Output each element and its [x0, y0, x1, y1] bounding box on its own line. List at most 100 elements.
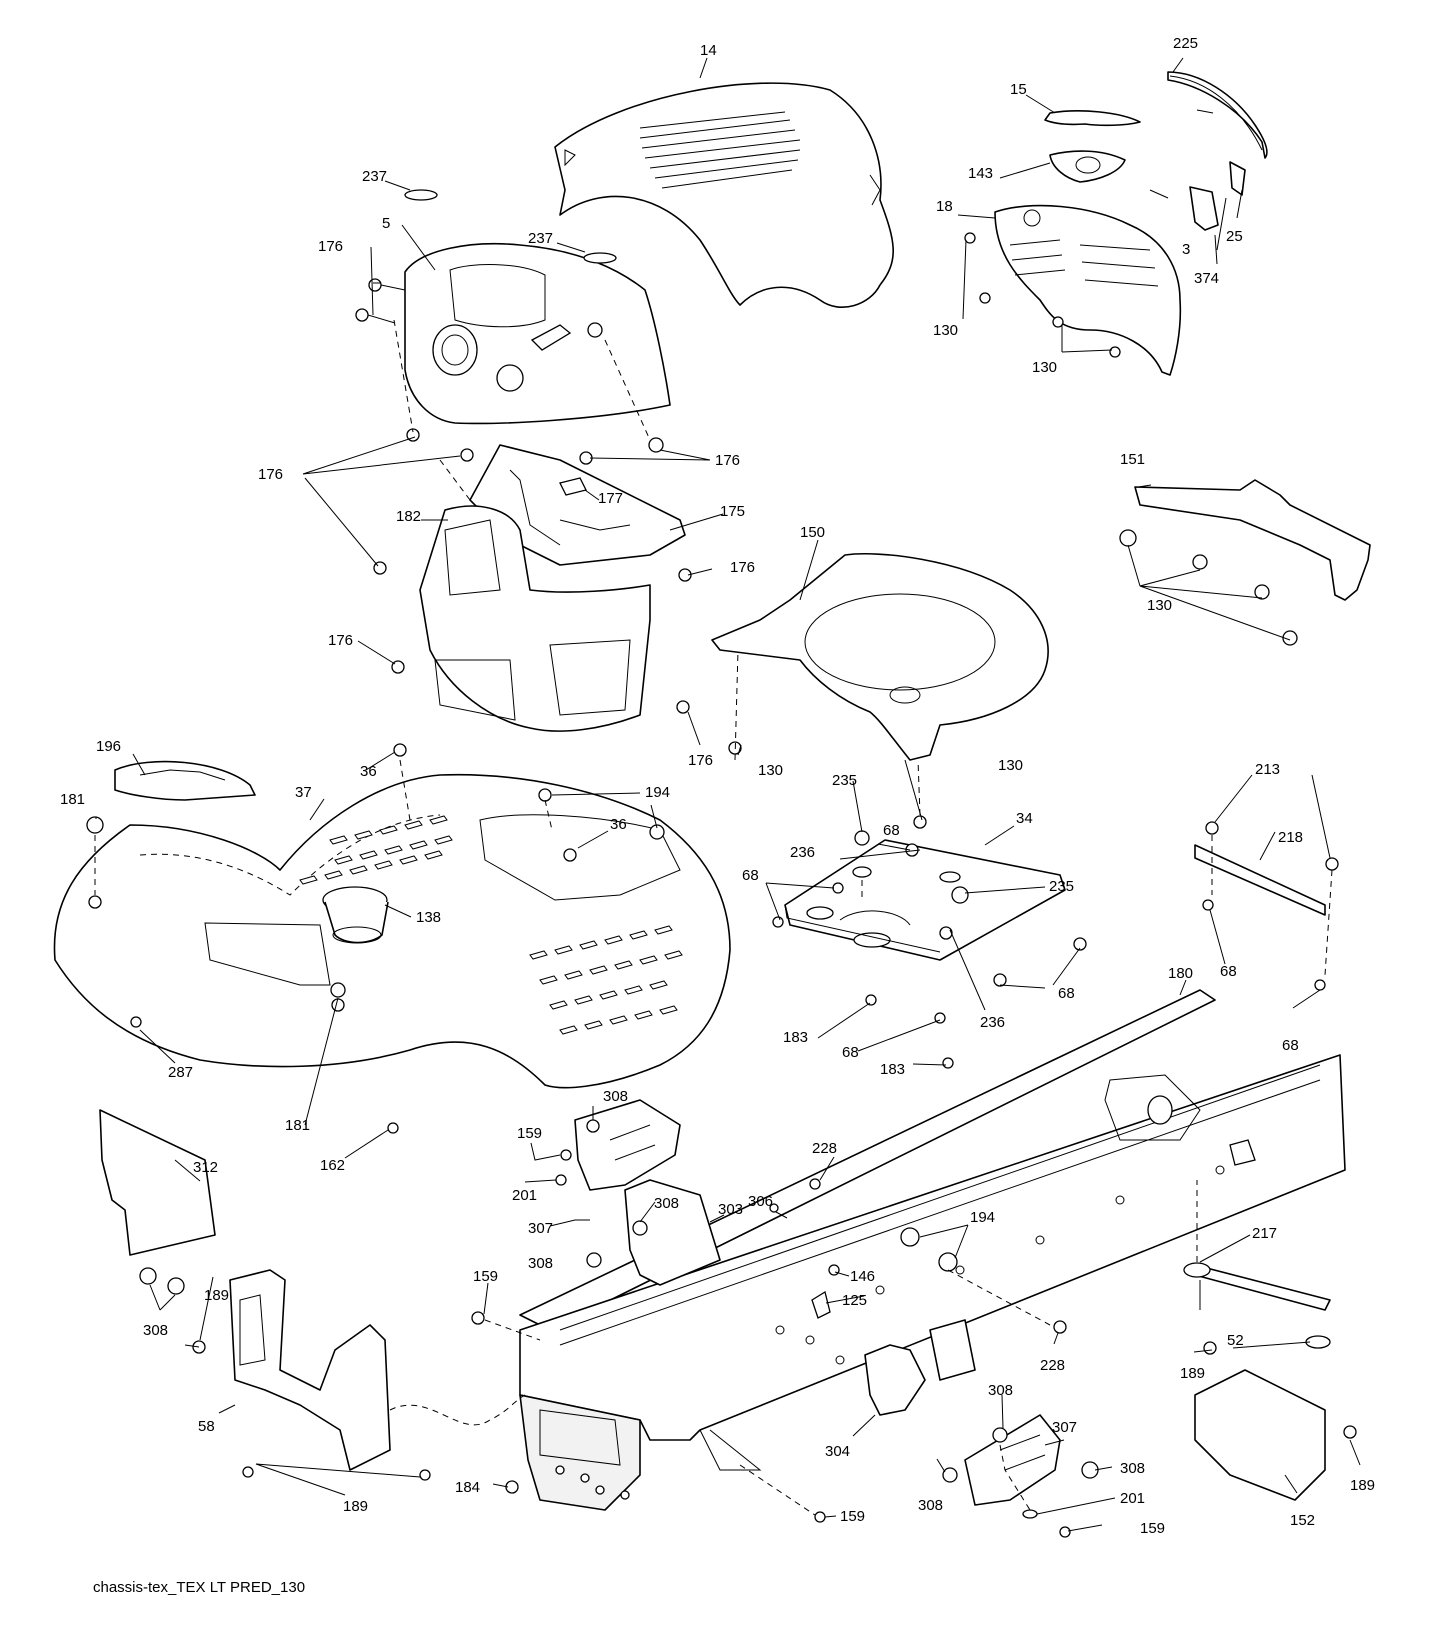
callout-287: 287	[168, 1064, 193, 1081]
callout-25: 25	[1226, 228, 1243, 245]
callout-175: 175	[720, 503, 745, 520]
callout-143: 143	[968, 165, 993, 182]
callout-194: 194	[645, 784, 670, 801]
part-37-fender-deck	[53, 773, 731, 1089]
callout-34: 34	[1016, 810, 1033, 827]
callout-308: 308	[918, 1497, 943, 1514]
callout-218: 218	[1278, 829, 1303, 846]
callout-189: 189	[204, 1287, 229, 1304]
callout-177: 177	[598, 490, 623, 507]
callout-176: 176	[730, 559, 755, 576]
callout-181: 181	[285, 1117, 310, 1134]
part-307-plate-lower	[964, 1414, 1061, 1506]
callout-58: 58	[198, 1418, 215, 1435]
part-5-dash-panel	[404, 242, 671, 425]
assembly-lines	[94, 319, 1333, 1516]
part-303-bracket	[624, 1179, 721, 1286]
callout-237: 237	[362, 168, 387, 185]
callout-52: 52	[1227, 1332, 1244, 1349]
part-34-tower-plate	[784, 839, 1066, 961]
callout-308: 308	[143, 1322, 168, 1339]
callout-159: 159	[1140, 1520, 1165, 1537]
callout-303: 303	[718, 1201, 743, 1218]
callout-152: 152	[1290, 1512, 1315, 1529]
callout-312: 312	[193, 1159, 218, 1176]
part-14-hood	[554, 82, 894, 309]
callout-176: 176	[258, 466, 283, 483]
part-150-seat-pan	[711, 552, 1049, 761]
callout-235: 235	[832, 772, 857, 789]
callout-36: 36	[360, 763, 377, 780]
deck-vent-slots	[299, 815, 683, 1035]
callout-217: 217	[1252, 1225, 1277, 1242]
callout-307: 307	[528, 1220, 553, 1237]
callout-37: 37	[295, 784, 312, 801]
hardware	[86, 189, 1357, 1538]
callout-308: 308	[654, 1195, 679, 1212]
callout-304: 304	[825, 1443, 850, 1460]
callout-68: 68	[1282, 1037, 1299, 1054]
part-3-spring	[1149, 189, 1169, 199]
callout-307: 307	[1052, 1419, 1077, 1436]
callout-159: 159	[473, 1268, 498, 1285]
callout-130: 130	[933, 322, 958, 339]
callout-150: 150	[800, 524, 825, 541]
callout-184: 184	[455, 1479, 480, 1496]
part-217-rod	[1194, 1264, 1331, 1311]
callout-125: 125	[842, 1292, 867, 1309]
callout-306: 306	[748, 1193, 773, 1210]
callout-68: 68	[842, 1044, 859, 1061]
callout-235: 235	[1049, 878, 1074, 895]
callout-181: 181	[60, 791, 85, 808]
callout-151: 151	[1120, 451, 1145, 468]
callout-176: 176	[328, 632, 353, 649]
callout-189: 189	[1180, 1365, 1205, 1382]
callout-180: 180	[1168, 965, 1193, 982]
part-225-trim	[1167, 71, 1268, 159]
callout-18: 18	[936, 198, 953, 215]
callout-162: 162	[320, 1157, 345, 1174]
callout-5: 5	[382, 215, 390, 232]
part-25-bracket	[1229, 161, 1246, 196]
part-151-bracket	[1134, 479, 1371, 601]
callout-159: 159	[840, 1508, 865, 1525]
part-196-fuel-cover	[114, 760, 256, 801]
callout-130: 130	[998, 757, 1023, 774]
callout-228: 228	[1040, 1357, 1065, 1374]
callout-225: 225	[1173, 35, 1198, 52]
callout-159: 159	[517, 1125, 542, 1142]
callout-308: 308	[988, 1382, 1013, 1399]
callout-130: 130	[1032, 359, 1057, 376]
callout-194: 194	[970, 1209, 995, 1226]
callout-308: 308	[1120, 1460, 1145, 1477]
callout-374: 374	[1194, 270, 1219, 287]
callout-189: 189	[343, 1498, 368, 1515]
callout-237: 237	[528, 230, 553, 247]
part-138-fill-neck	[322, 886, 389, 944]
callout-183: 183	[783, 1029, 808, 1046]
callout-138: 138	[416, 909, 441, 926]
part-152-skid-plate	[1194, 1369, 1326, 1501]
callout-68: 68	[1058, 985, 1075, 1002]
part-312-plate	[99, 1109, 216, 1256]
callout-213: 213	[1255, 761, 1280, 778]
leader-lines	[95, 57, 1361, 1532]
part-218-strap	[1194, 844, 1326, 916]
part-177-clip	[559, 477, 587, 496]
callout-236: 236	[980, 1014, 1005, 1031]
callout-228: 228	[812, 1140, 837, 1157]
callout-176: 176	[688, 752, 713, 769]
callout-labels: 14 225 15 237 237 143 18 3 25 374 5 176 …	[60, 35, 1375, 1537]
callout-183: 183	[880, 1061, 905, 1078]
part-304-bracket	[864, 1319, 976, 1416]
part-143-badge-housing	[1049, 150, 1126, 183]
callout-3: 3	[1182, 241, 1190, 258]
part-18-front-grille	[994, 204, 1182, 376]
callout-189: 189	[1350, 1477, 1375, 1494]
callout-36: 36	[610, 816, 627, 833]
drawing-caption: chassis-tex_TEX LT PRED_130	[93, 1579, 305, 1596]
callout-201: 201	[1120, 1490, 1145, 1507]
callout-196: 196	[96, 738, 121, 755]
callout-236: 236	[790, 844, 815, 861]
